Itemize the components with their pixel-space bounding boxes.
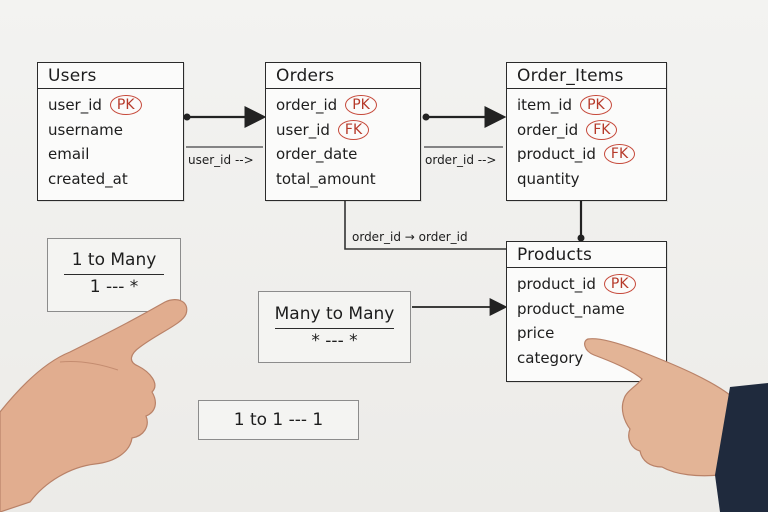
field-name: user_id (276, 120, 330, 139)
legend-one-to-many: 1 to Many 1 --- * (47, 238, 181, 312)
legend-many-to-many: Many to Many * --- * (258, 291, 411, 363)
table-products-field: category (517, 346, 656, 371)
users-orders-start-dot (183, 113, 191, 121)
fk-badge: FK (337, 119, 370, 140)
table-products-title: Products (507, 242, 666, 268)
field-name: created_at (48, 169, 128, 188)
table-users-field: username (48, 118, 173, 143)
pk-badge: PK (109, 95, 142, 115)
table-orders-field: order_date (276, 142, 410, 167)
table-orders-field: order_id PK (276, 93, 410, 118)
pk-badge: PK (345, 95, 377, 115)
field-name: total_amount (276, 169, 376, 188)
field-name: product_id (517, 145, 596, 163)
table-users-title: Users (38, 63, 183, 89)
field-name: product_id (517, 275, 596, 293)
field-name: order_date (276, 145, 358, 163)
fk-badge: FK (603, 144, 636, 164)
table-users-field: created_at (48, 167, 173, 192)
pk-badge: PK (580, 95, 612, 115)
table-users-field: user_id PK (48, 93, 173, 118)
fk-badge: FK (586, 119, 618, 140)
legend-one-to-many-notation: 1 --- * (64, 274, 164, 297)
table-order-items-field: order_id FK (517, 118, 656, 143)
users-orders-label: user_id --> (188, 153, 254, 167)
table-orders[interactable]: Orders order_id PK user_id FK order_date t… (265, 62, 421, 201)
orders-items-label: order_id --> (425, 153, 497, 167)
field-name: order_id (276, 96, 338, 114)
table-orders-title: Orders (266, 63, 420, 89)
field-name: category (517, 348, 584, 367)
field-name: item_id (517, 96, 573, 114)
legend-many-to-many-title: Many to Many (274, 304, 395, 324)
table-users-field: email (48, 142, 173, 167)
field-name: price (517, 324, 555, 342)
table-order-items-title: Order_Items (507, 63, 666, 89)
table-orders-field: user_id FK (276, 118, 410, 143)
left-pointing-hand-icon (0, 299, 188, 512)
orders-products-label: order_id → order_id (352, 230, 468, 244)
table-order-items-field: quantity (517, 167, 656, 192)
legend-one-to-one-notation: 1 to 1 --- 1 (233, 410, 324, 430)
table-products-field: product_name (517, 297, 656, 322)
table-order-items-field: product_id FK (517, 142, 656, 167)
field-name: product_name (517, 299, 625, 318)
orders-products-connector (344, 201, 506, 250)
field-name: username (48, 120, 123, 139)
table-products-field: product_id PK (517, 272, 656, 297)
legend-many-to-many-notation: * --- * (275, 328, 394, 351)
table-products-field: price (517, 321, 656, 346)
table-orders-field: total_amount (276, 167, 410, 192)
right-pointing-hand-icon (584, 338, 768, 512)
legend-one-to-many-title: 1 to Many (71, 250, 157, 270)
table-order-items-field: item_id PK (517, 93, 656, 118)
items-products-end-dot (577, 234, 585, 242)
table-users[interactable]: Users user_id PK username email created_a… (37, 62, 184, 201)
field-name: order_id (517, 120, 579, 139)
orders-items-start-dot (422, 113, 430, 121)
field-name: user_id (48, 96, 102, 114)
pk-badge: PK (603, 274, 636, 294)
legend-one-to-one: 1 to 1 --- 1 (198, 400, 359, 440)
field-name: email (48, 145, 90, 163)
field-name: quantity (517, 169, 580, 188)
